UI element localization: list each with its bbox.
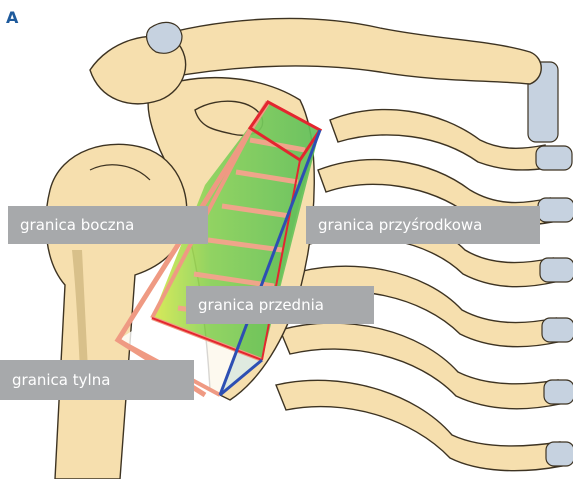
- cartilage-3: [538, 198, 573, 222]
- panel-letter: A: [6, 8, 18, 27]
- label-lateral-border: granica boczna: [8, 206, 208, 244]
- label-medial-border: granica przyśrodkowa: [306, 206, 540, 244]
- cartilage-4: [540, 258, 573, 282]
- cartilage-5: [542, 318, 573, 342]
- ac-joint-cartilage: [147, 22, 182, 53]
- cartilage-6: [544, 380, 573, 404]
- cartilage-2: [536, 146, 572, 170]
- cartilage-7: [546, 442, 573, 466]
- label-anterior-border: granica przednia: [186, 286, 374, 324]
- label-posterior-border: granica tylna: [0, 360, 194, 400]
